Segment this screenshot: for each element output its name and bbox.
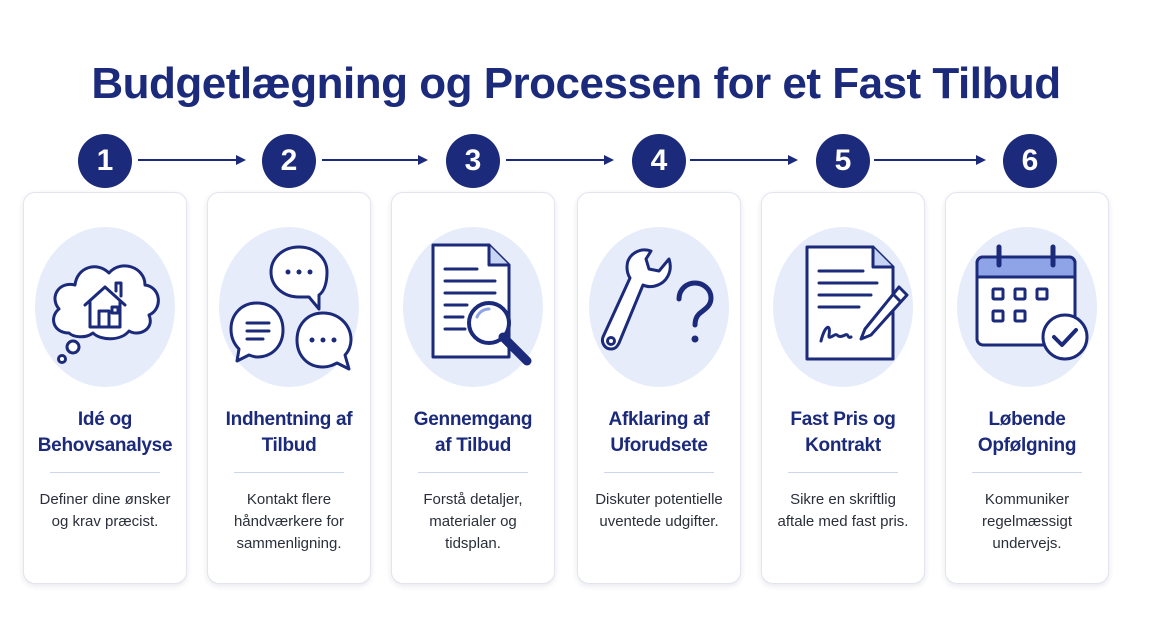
divider	[604, 472, 714, 473]
step-number-1: 1	[78, 134, 132, 188]
divider	[788, 472, 898, 473]
step-number-5: 5	[816, 134, 870, 188]
step-description: Kontakt flere håndværkere for sammenlign…	[233, 491, 345, 552]
step-card-6: Løbende Opfølgning Kommuniker regelmæssi…	[945, 192, 1109, 584]
step-title: Gennemgang af Tilbud	[413, 409, 533, 456]
step-title: Indhentning af Tilbud	[225, 409, 353, 456]
step-description: Forstå detaljer, materialer og tidsplan.	[423, 491, 523, 552]
step-title: Idé og Behovsanalyse	[37, 409, 173, 456]
step-description: Diskuter potentielle uventede udgifter.	[595, 491, 723, 530]
page-title: Budgetlægning og Processen for et Fast T…	[91, 59, 1061, 109]
step-title: Fast Pris og Kontrakt	[790, 409, 896, 456]
calendar-check-icon	[975, 244, 1089, 361]
divider	[418, 472, 528, 473]
step-number-2: 2	[262, 134, 316, 188]
speech-bubbles-icon	[229, 245, 353, 371]
step-title: Afklaring af Uforudsete	[608, 409, 710, 456]
step-card-2: Indhentning af Tilbud Kontakt flere hånd…	[207, 192, 371, 584]
divider	[50, 472, 160, 473]
divider	[234, 472, 344, 473]
wrench-question-icon	[601, 248, 714, 351]
document-magnifier-icon	[431, 243, 532, 366]
step-card-5: Fast Pris og Kontrakt Sikre en skriftlig…	[761, 192, 925, 584]
step-description: Definer dine ønsker og krav præcist.	[39, 491, 171, 530]
step-title: Løbende Opfølgning	[977, 409, 1077, 456]
step-card-1: Idé og Behovsanalyse Definer dine ønsker…	[23, 192, 187, 584]
house-thought-cloud-icon	[52, 264, 160, 364]
step-card-3: Gennemgang af Tilbud Forstå detaljer, ma…	[391, 192, 555, 584]
step-number-4: 4	[632, 134, 686, 188]
signed-contract-icon	[805, 245, 909, 361]
step-description: Kommuniker regelmæssigt undervejs.	[981, 491, 1073, 552]
divider	[972, 472, 1082, 473]
step-number-6: 6	[1003, 134, 1057, 188]
step-card-4: Afklaring af Uforudsete Diskuter potenti…	[577, 192, 741, 584]
step-description: Sikre en skriftlig aftale med fast pris.	[777, 491, 909, 530]
step-number-3: 3	[446, 134, 500, 188]
